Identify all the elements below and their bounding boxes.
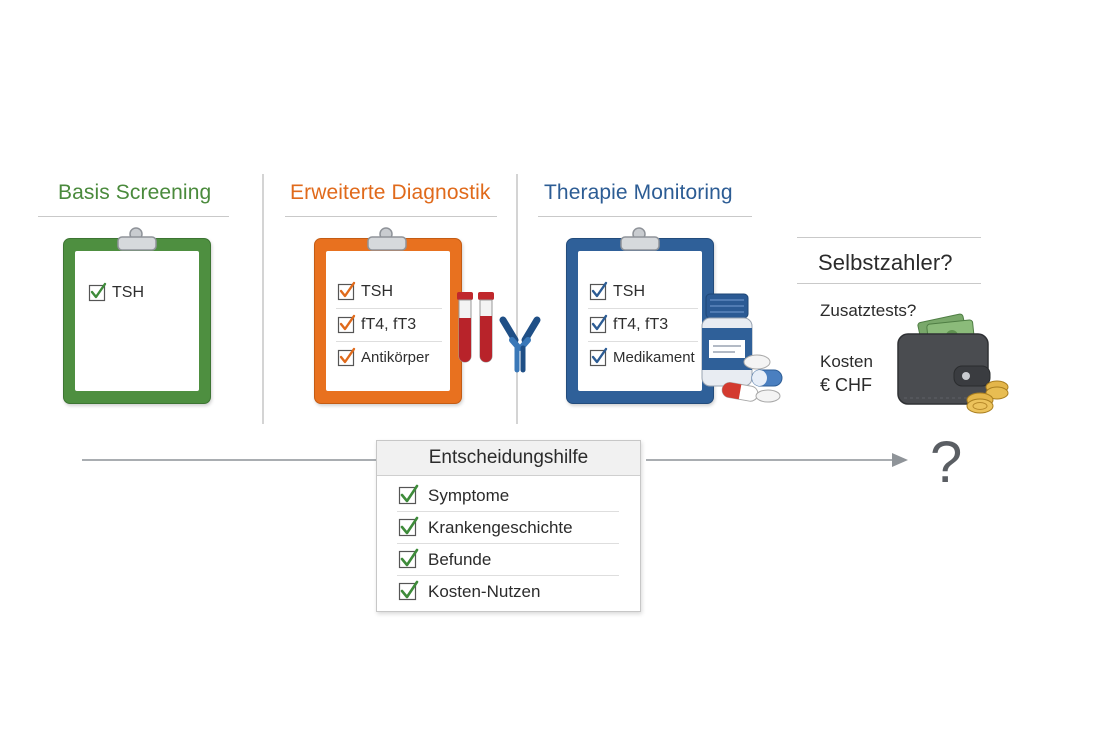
selbstzahler-title: Selbstzahler? <box>818 250 953 275</box>
decision-box-title: Entscheidungshilfe <box>377 441 640 476</box>
therapie-monitoring-title: Therapie Monitoring <box>544 181 733 204</box>
flow-arrow-icon <box>646 453 908 467</box>
checkbox-icon <box>398 516 419 537</box>
decision-item-label: Krankengeschichte <box>428 518 573 537</box>
pills-icon <box>721 354 783 403</box>
therapie-clip-icon <box>620 227 660 251</box>
therapie-clipboard-icon <box>566 238 714 404</box>
decision-item-label: Symptome <box>428 486 510 505</box>
flow-line-left <box>82 459 376 461</box>
erweitert-item-label: fT4, fT3 <box>361 316 417 333</box>
erweitert-clip-icon <box>367 227 407 251</box>
row-divider <box>397 575 619 576</box>
therapie-item-label: fT4, fT3 <box>613 316 669 333</box>
erweitert-item-ft4-ft3: fT4, fT3 <box>337 314 417 334</box>
basis-clip-icon <box>117 227 157 251</box>
basis-title-underline <box>38 216 229 217</box>
therapie-item-ft4-ft3: fT4, fT3 <box>589 314 669 334</box>
therapie-item-label: TSH <box>613 283 645 300</box>
erweitert-item-tsh: TSH <box>337 281 393 301</box>
basis-screening-title: Basis Screening <box>58 181 212 204</box>
decision-item-befunde: Befunde <box>398 548 492 570</box>
erweiterte-diagnostik-title: Erweiterte Diagnostik <box>290 181 491 204</box>
checkbox-icon <box>337 314 356 334</box>
selbstzahler-top-line <box>797 237 981 238</box>
question-mark: ? <box>930 430 963 495</box>
checkbox-icon <box>398 548 419 569</box>
erweitert-title-underline <box>285 216 497 217</box>
coins-icon <box>966 380 1009 414</box>
row-divider <box>336 308 442 309</box>
column-separator-2 <box>516 174 518 424</box>
row-divider <box>397 511 619 512</box>
erweitert-item-antikoerper: Antikörper <box>337 347 430 366</box>
row-divider <box>397 543 619 544</box>
checkbox-icon <box>88 282 107 302</box>
erweitert-item-label: Antikörper <box>361 349 430 366</box>
checkbox-icon <box>337 281 356 301</box>
selbstzahler-bottom-line <box>797 283 981 284</box>
decision-box: Entscheidungshilfe Symptome Krankengesch… <box>376 440 641 612</box>
therapie-title-underline <box>538 216 752 217</box>
decision-item-label: Kosten-Nutzen <box>428 582 541 601</box>
therapie-item-medikament: Medikament <box>589 347 695 366</box>
checkbox-icon <box>337 347 356 366</box>
kosten-label: Kosten <box>820 352 873 371</box>
checkbox-icon <box>589 347 608 366</box>
erweitert-item-label: TSH <box>361 283 393 300</box>
checkbox-icon <box>589 281 608 301</box>
antibody-icon <box>499 316 541 373</box>
checkbox-icon <box>398 580 419 601</box>
basis-item-label: TSH <box>112 284 144 301</box>
decision-item-label: Befunde <box>428 550 492 569</box>
basis-clipboard-icon <box>63 238 211 404</box>
zusatztests-label: Zusatztests? <box>820 301 917 320</box>
basis-item-tsh: TSH <box>88 282 144 302</box>
row-divider <box>336 341 442 342</box>
decision-item-krankengeschichte: Krankengeschichte <box>398 516 573 538</box>
decision-item-kosten-nutzen: Kosten-Nutzen <box>398 580 541 602</box>
therapie-item-tsh: TSH <box>589 281 645 301</box>
row-divider <box>588 308 698 309</box>
currency-label: € CHF <box>820 375 873 395</box>
therapie-item-label: Medikament <box>613 349 695 366</box>
decision-item-symptome: Symptome <box>398 484 510 506</box>
test-tubes-icon <box>457 292 494 363</box>
checkbox-icon <box>398 484 419 505</box>
row-divider <box>588 341 698 342</box>
checkbox-icon <box>589 314 608 334</box>
column-separator-1 <box>262 174 264 424</box>
wallet-icon <box>897 313 991 405</box>
